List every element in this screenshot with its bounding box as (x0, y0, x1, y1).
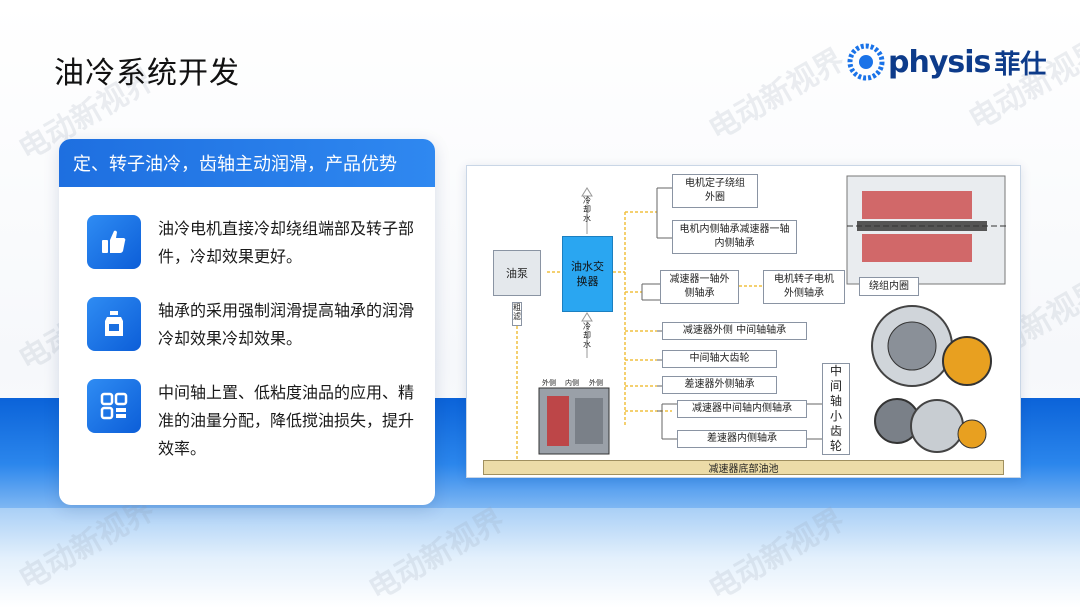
diff-inner-bearing-box: 差速器内侧轴承 (677, 430, 807, 448)
side-label: 外侧 (589, 379, 603, 387)
reducer-mid-bearing-box: 减速器外侧 中间轴轴承 (662, 322, 807, 340)
oil-cooling-flow-diagram: 油泵 粗滤 油水交换器 冷却水 冷却水 电机定子绕组外圈 电机内侧轴承减速器一轴… (466, 165, 1021, 478)
rotor-box: 电机转子电机外侧轴承 (763, 270, 845, 304)
mid-small-gear-box: 中间轴小齿轮 (822, 363, 850, 455)
oil-sump-bar: 减速器底部油池 (483, 460, 1004, 475)
stator-box: 电机定子绕组外圈 (672, 174, 758, 208)
background-fade (0, 508, 1080, 608)
coolant-in-label: 冷却水 (583, 322, 591, 349)
side-label: 外侧 (542, 379, 556, 387)
watermark: 电动新视界 (703, 42, 851, 148)
mid-big-gear-box: 中间轴大齿轮 (662, 350, 777, 368)
filter-label: 粗滤 (512, 302, 522, 326)
winding-inner-ring-box: 绕组内圈 (859, 277, 919, 296)
page-title: 油冷系统开发 (54, 56, 240, 91)
thumbs-up-icon (87, 215, 141, 269)
oil-water-exchanger-box: 油水交换器 (562, 236, 613, 312)
feature-text: 轴承的采用强制润滑提高轴承的润滑冷却效果冷却效果。 (158, 301, 415, 348)
flow-lines (516, 175, 1007, 460)
oil-bottle-icon (87, 297, 141, 351)
feature-item: 中间轴上置、低粘度油品的应用、精准的油量分配，降低搅油损失，提升效率。 (87, 379, 423, 463)
side-label: 内侧 (565, 379, 579, 387)
oil-pump-box: 油泵 (493, 250, 541, 296)
logo-text: physis (888, 44, 991, 80)
advantages-card: 定、转子油冷，齿轴主动润滑，产品优势 油冷电机直接冷却绕组端部及转子部件，冷却效… (59, 139, 435, 505)
grid-apps-icon (87, 379, 141, 433)
coolant-out-label: 冷却水 (583, 196, 591, 223)
feature-text: 中间轴上置、低粘度油品的应用、精准的油量分配，降低搅油损失，提升效率。 (158, 383, 415, 458)
feature-item: 油冷电机直接冷却绕组端部及转子部件，冷却效果更好。 (87, 215, 423, 271)
diff-outer-bearing-box: 差速器外侧轴承 (662, 376, 777, 394)
inner-bearing-box: 电机内侧轴承减速器一轴内侧轴承 (672, 220, 797, 254)
logo-mark-icon (847, 43, 885, 81)
reducer-inner-mid-bearing-box: 减速器中间轴内侧轴承 (677, 400, 807, 418)
logo-cn-text: 菲仕 (994, 49, 1047, 80)
brand-logo: physis 菲仕 (846, 42, 1046, 82)
feature-item: 轴承的采用强制润滑提高轴承的润滑冷却效果冷却效果。 (87, 297, 423, 353)
card-header: 定、转子油冷，齿轴主动润滑，产品优势 (59, 139, 435, 187)
feature-text: 油冷电机直接冷却绕组端部及转子部件，冷却效果更好。 (158, 219, 415, 266)
reducer-outer-bearing-box: 减速器一轴外侧轴承 (660, 270, 739, 304)
